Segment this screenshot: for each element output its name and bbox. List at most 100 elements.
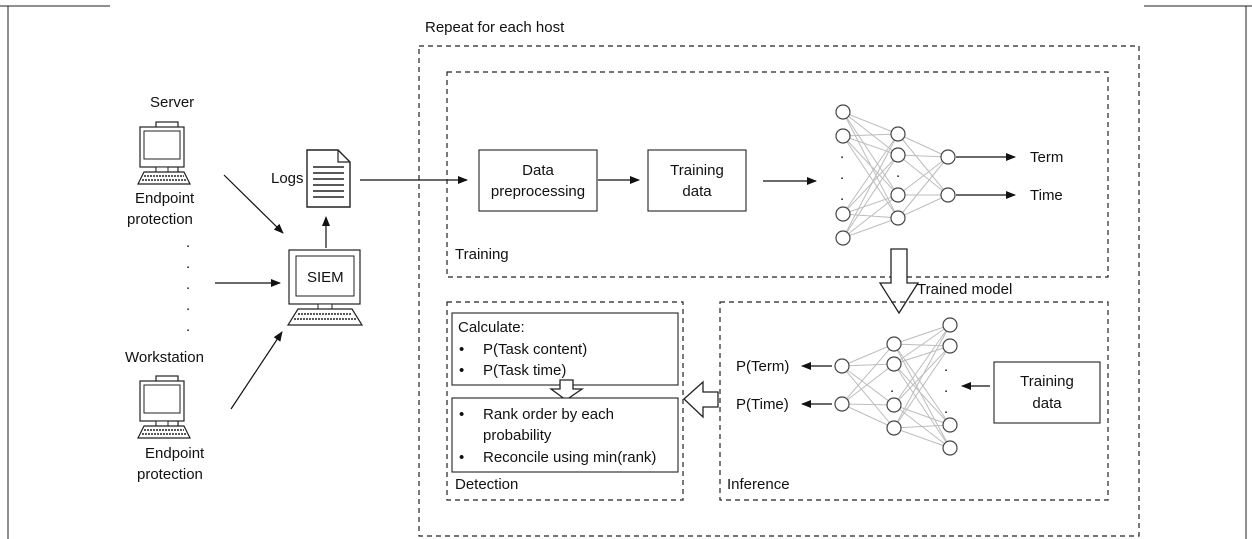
network-connection — [897, 133, 949, 196]
repeat-label: Repeat for each host — [425, 19, 565, 36]
trained-model-label: Trained model — [917, 281, 1012, 298]
network-connection — [897, 156, 949, 196]
network-node — [835, 104, 851, 120]
network-connection — [842, 154, 899, 239]
network-node — [890, 126, 906, 142]
ellipsis-dot: . — [186, 276, 190, 293]
network-node — [942, 417, 958, 433]
network-node — [890, 210, 906, 226]
network-connection — [893, 404, 951, 449]
data-preprocessing-label-2: preprocessing — [491, 183, 585, 200]
logs-document-icon — [306, 149, 351, 208]
network-connection — [842, 154, 899, 215]
training-data-label-2: data — [682, 183, 712, 200]
network-node — [942, 440, 958, 456]
detection-section — [446, 301, 684, 501]
workstation-endpoint-label: Endpoint — [145, 445, 205, 462]
network-connection — [842, 135, 899, 196]
server-to-siem-arrow — [223, 174, 284, 234]
network-node — [886, 397, 902, 413]
network-connection — [841, 365, 895, 429]
rank-item-2: Reconcile using min(rank) — [483, 449, 656, 466]
siem-computer-icon — [286, 249, 364, 326]
network-connection — [897, 156, 949, 219]
server-computer-icon — [137, 121, 191, 185]
nn-dot: . — [944, 400, 948, 417]
training-data-label-1: Training — [670, 162, 724, 179]
p-time-label: P(Time) — [736, 396, 789, 413]
inference-to-detection-arrow — [683, 380, 719, 419]
nn-dot: . — [840, 166, 844, 183]
detection-section-label: Detection — [455, 476, 518, 493]
bullet: • — [459, 362, 464, 379]
network-connection — [897, 194, 949, 219]
time-output-label: Time — [1030, 187, 1063, 204]
calculate-title: Calculate: — [458, 319, 525, 336]
network-connection — [897, 154, 949, 196]
calc-to-rank-arrow — [549, 379, 585, 401]
network-node — [886, 420, 902, 436]
nn-dot: . — [944, 358, 948, 375]
inference-training-data-label-1: Training — [1020, 373, 1074, 390]
network-connection — [893, 324, 951, 406]
network-connection — [893, 404, 951, 426]
bullet: • — [459, 449, 464, 466]
data-preprocessing-label-1: Data — [522, 162, 554, 179]
network-connection — [841, 365, 895, 406]
workstation-protection-label: protection — [137, 466, 203, 483]
network-connection — [893, 343, 951, 347]
network-connection — [842, 135, 899, 219]
network-connection — [842, 133, 899, 239]
logs-label: Logs — [271, 170, 304, 187]
p-term-label: P(Term) — [736, 358, 789, 375]
nn-dot: . — [890, 379, 894, 396]
nn-dot: . — [944, 379, 948, 396]
calc-item-task-time: P(Task time) — [483, 362, 566, 379]
network-node — [835, 128, 851, 144]
network-connection — [893, 324, 951, 429]
network-connection — [893, 363, 951, 426]
network-connection — [842, 133, 899, 137]
ellipsis-dot: . — [186, 297, 190, 314]
network-connection — [842, 194, 899, 239]
network-connection — [841, 403, 895, 429]
network-node — [942, 317, 958, 333]
server-label: Server — [150, 94, 194, 111]
training-data-box — [647, 149, 747, 212]
bullet: • — [459, 341, 464, 358]
rank-item-1: Rank order by each — [483, 406, 614, 423]
ellipsis-dot: . — [186, 234, 190, 251]
inference-training-data-box — [993, 361, 1101, 424]
rank-box — [451, 397, 679, 473]
training-neural-network — [835, 104, 956, 246]
network-connection — [893, 345, 951, 429]
calc-item-task-content: P(Task content) — [483, 341, 587, 358]
network-node — [942, 338, 958, 354]
inference-neural-network — [834, 317, 958, 456]
network-node — [890, 147, 906, 163]
network-connection — [897, 154, 949, 158]
inference-training-data-label-2: data — [1032, 395, 1062, 412]
nn-dot: . — [896, 164, 900, 181]
network-connection — [897, 133, 949, 158]
network-connection — [842, 133, 899, 215]
network-connection — [841, 363, 895, 367]
network-connection — [842, 194, 899, 215]
ellipsis-dot: . — [186, 255, 190, 272]
network-connection — [893, 324, 951, 345]
network-node — [886, 336, 902, 352]
inference-section-label: Inference — [727, 476, 790, 493]
ellipsis-dot: . — [186, 318, 190, 335]
network-connection — [842, 217, 899, 239]
server-protection-label: protection — [127, 211, 193, 228]
network-connection — [893, 343, 951, 449]
training-section-label: Training — [455, 246, 509, 263]
data-preprocessing-box — [478, 149, 598, 212]
network-connection — [842, 111, 899, 196]
workstation-to-siem-arrow — [230, 331, 283, 410]
network-connection — [893, 345, 951, 406]
network-node — [940, 187, 956, 203]
term-output-label: Term — [1030, 149, 1063, 166]
siem-label: SIEM — [307, 269, 344, 286]
